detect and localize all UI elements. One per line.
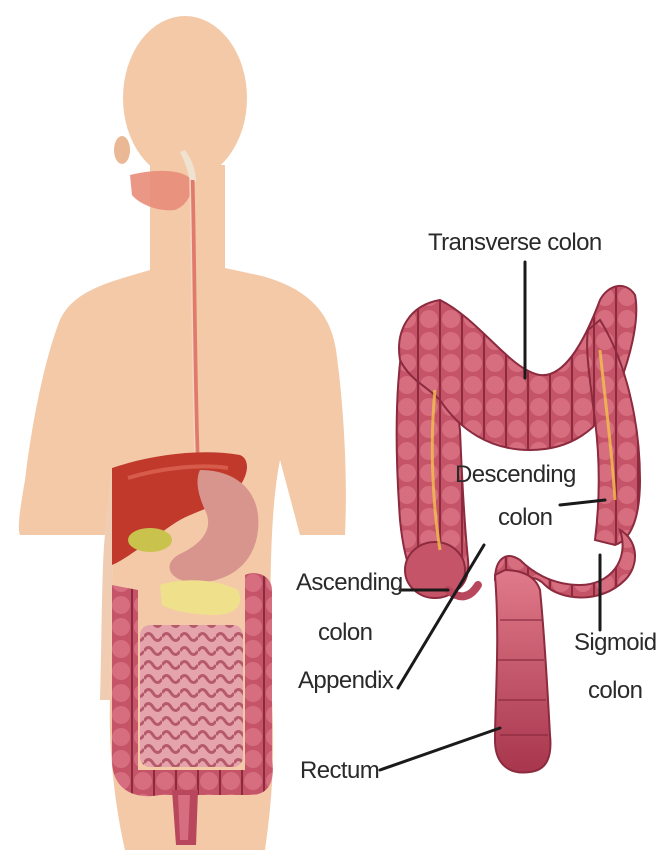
rectum-leader	[380, 728, 500, 770]
sigmoid-colon-label-line1: Sigmoid	[574, 629, 657, 656]
sigmoid-colon-label-line2: colon	[588, 677, 642, 704]
small-intestine	[140, 625, 243, 767]
abdominal-organs	[112, 452, 273, 845]
descending-colon-label-line1: Descending	[455, 461, 576, 488]
ascending-colon-label-line1: Ascending	[296, 569, 403, 596]
body-rectum-shade	[178, 795, 190, 840]
oral-cavity	[130, 171, 192, 210]
appendix-label: Appendix	[298, 667, 394, 694]
ear	[114, 136, 130, 164]
descending-colon-label-line2: colon	[498, 504, 552, 531]
gallbladder	[128, 528, 172, 552]
transverse-colon-label: Transverse colon	[428, 229, 602, 256]
descending-colon-shape	[587, 320, 640, 545]
ascending-colon-label-line2: colon	[318, 619, 372, 646]
rectum-shape	[495, 570, 550, 773]
rectum-label: Rectum	[300, 757, 379, 784]
